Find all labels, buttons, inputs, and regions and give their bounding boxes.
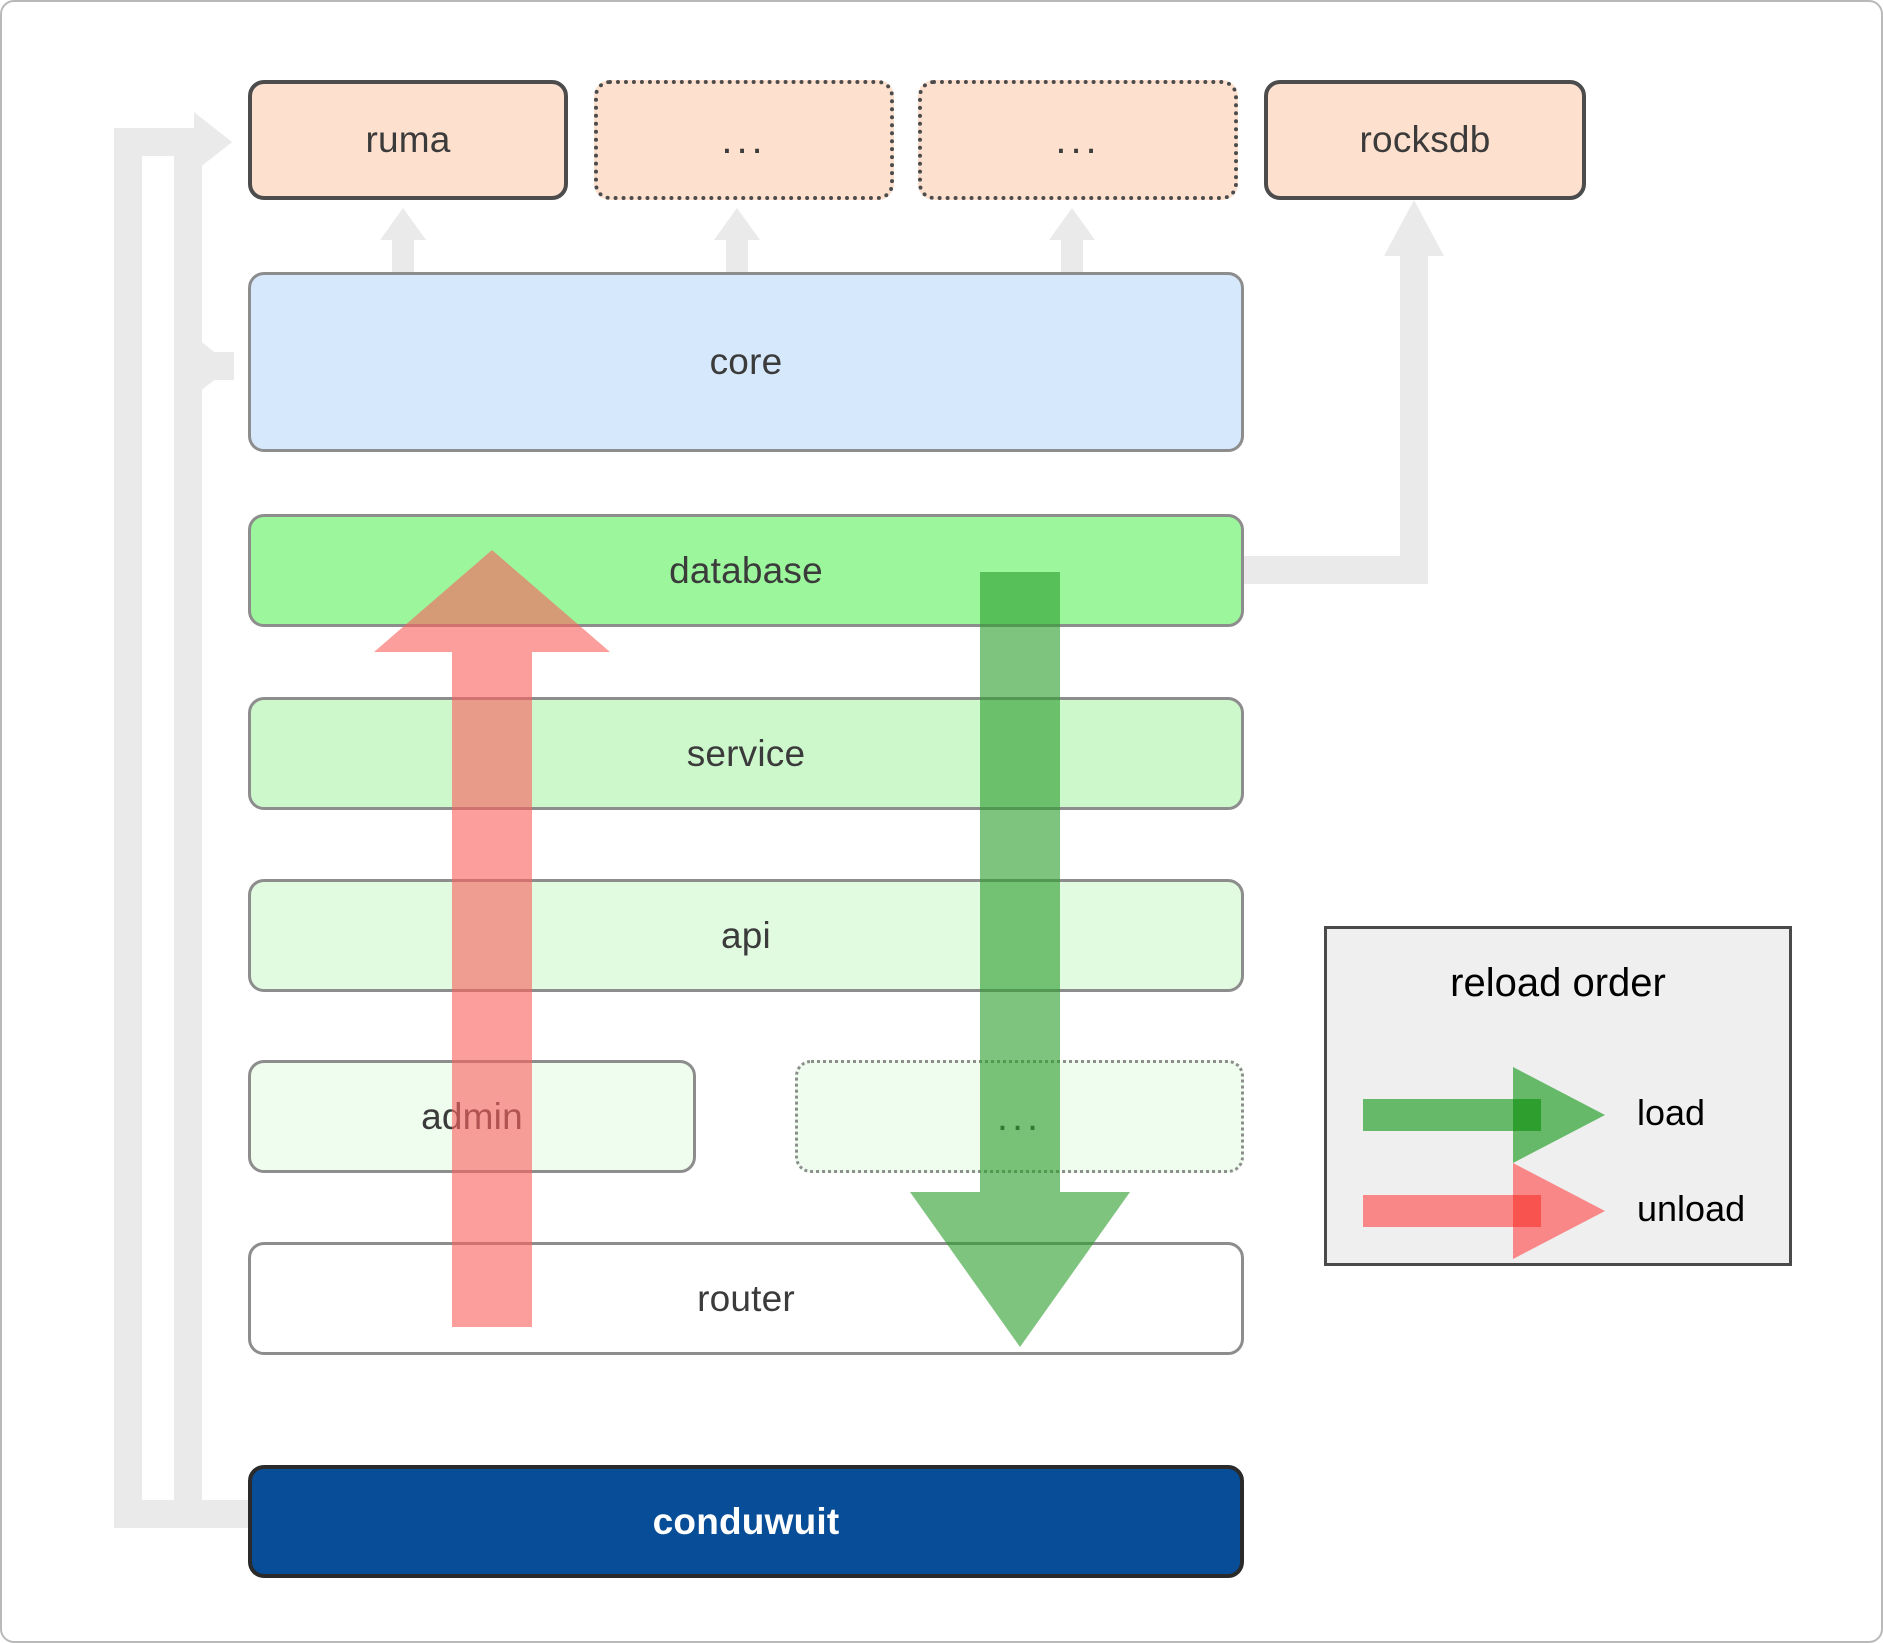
legend-panel: reload order load unload	[1324, 926, 1792, 1266]
legend-label-unload: unload	[1637, 1188, 1746, 1229]
dependency-label-ruma: ruma	[365, 119, 451, 160]
layer-label-service: service	[686, 732, 806, 774]
connector-core-to-ruma-head	[380, 208, 426, 240]
dependency-box-rocksdb[interactable]: rocksdb	[1264, 80, 1586, 200]
dependency-box-ruma[interactable]: ruma	[248, 80, 568, 200]
connector-core-to-dots2-head	[1049, 208, 1095, 240]
root-box-conduwuit[interactable]: conduwuit	[248, 1465, 1244, 1578]
dependency-label-dots-1: ...	[721, 118, 767, 162]
dependency-label-dots-2: ...	[1055, 118, 1101, 162]
connector-core-to-dots1-head	[714, 208, 760, 240]
connector-arrowhead-ruma	[194, 112, 232, 172]
connector-core-to-dots2-shaft	[1061, 234, 1083, 278]
layer-box-database[interactable]: database	[248, 514, 1244, 627]
layer-label-admin: admin	[421, 1095, 523, 1137]
layer-box-router[interactable]: router	[248, 1242, 1244, 1355]
connector-rocksdb-vertical	[1400, 252, 1428, 584]
connector-database-right	[1242, 556, 1422, 584]
connector-arrowhead-core	[194, 336, 232, 396]
legend-unload-arrow-icon	[1363, 1163, 1605, 1259]
connector-branch-ruma	[114, 128, 202, 156]
layer-label-database: database	[669, 549, 823, 591]
legend-label-load: load	[1637, 1092, 1706, 1133]
dependency-box-dots-2[interactable]: ...	[918, 80, 1238, 200]
root-label-conduwuit: conduwuit	[652, 1500, 840, 1542]
layer-box-service[interactable]: service	[248, 697, 1244, 810]
dependency-box-dots-1[interactable]: ...	[594, 80, 894, 200]
dependency-label-rocksdb: rocksdb	[1359, 119, 1491, 160]
layer-box-core[interactable]: core	[248, 272, 1244, 452]
connector-core-to-ruma-shaft	[392, 234, 414, 278]
layer-box-api[interactable]: api	[248, 879, 1244, 992]
layer-label-core: core	[709, 341, 783, 382]
layer-label-router: router	[697, 1277, 795, 1319]
connector-arrowhead-rocksdb	[1384, 200, 1444, 256]
layer-label-api: api	[721, 914, 771, 956]
layer-label-extra: ...	[996, 1094, 1043, 1139]
connector-core-to-dots1-shaft	[726, 234, 748, 278]
connector-main-trunk	[114, 128, 142, 1528]
layer-box-extra[interactable]: ...	[795, 1060, 1244, 1173]
legend-load-arrow-icon	[1363, 1067, 1605, 1163]
legend-title: reload order	[1450, 961, 1666, 1005]
layer-box-admin[interactable]: admin	[248, 1060, 696, 1173]
